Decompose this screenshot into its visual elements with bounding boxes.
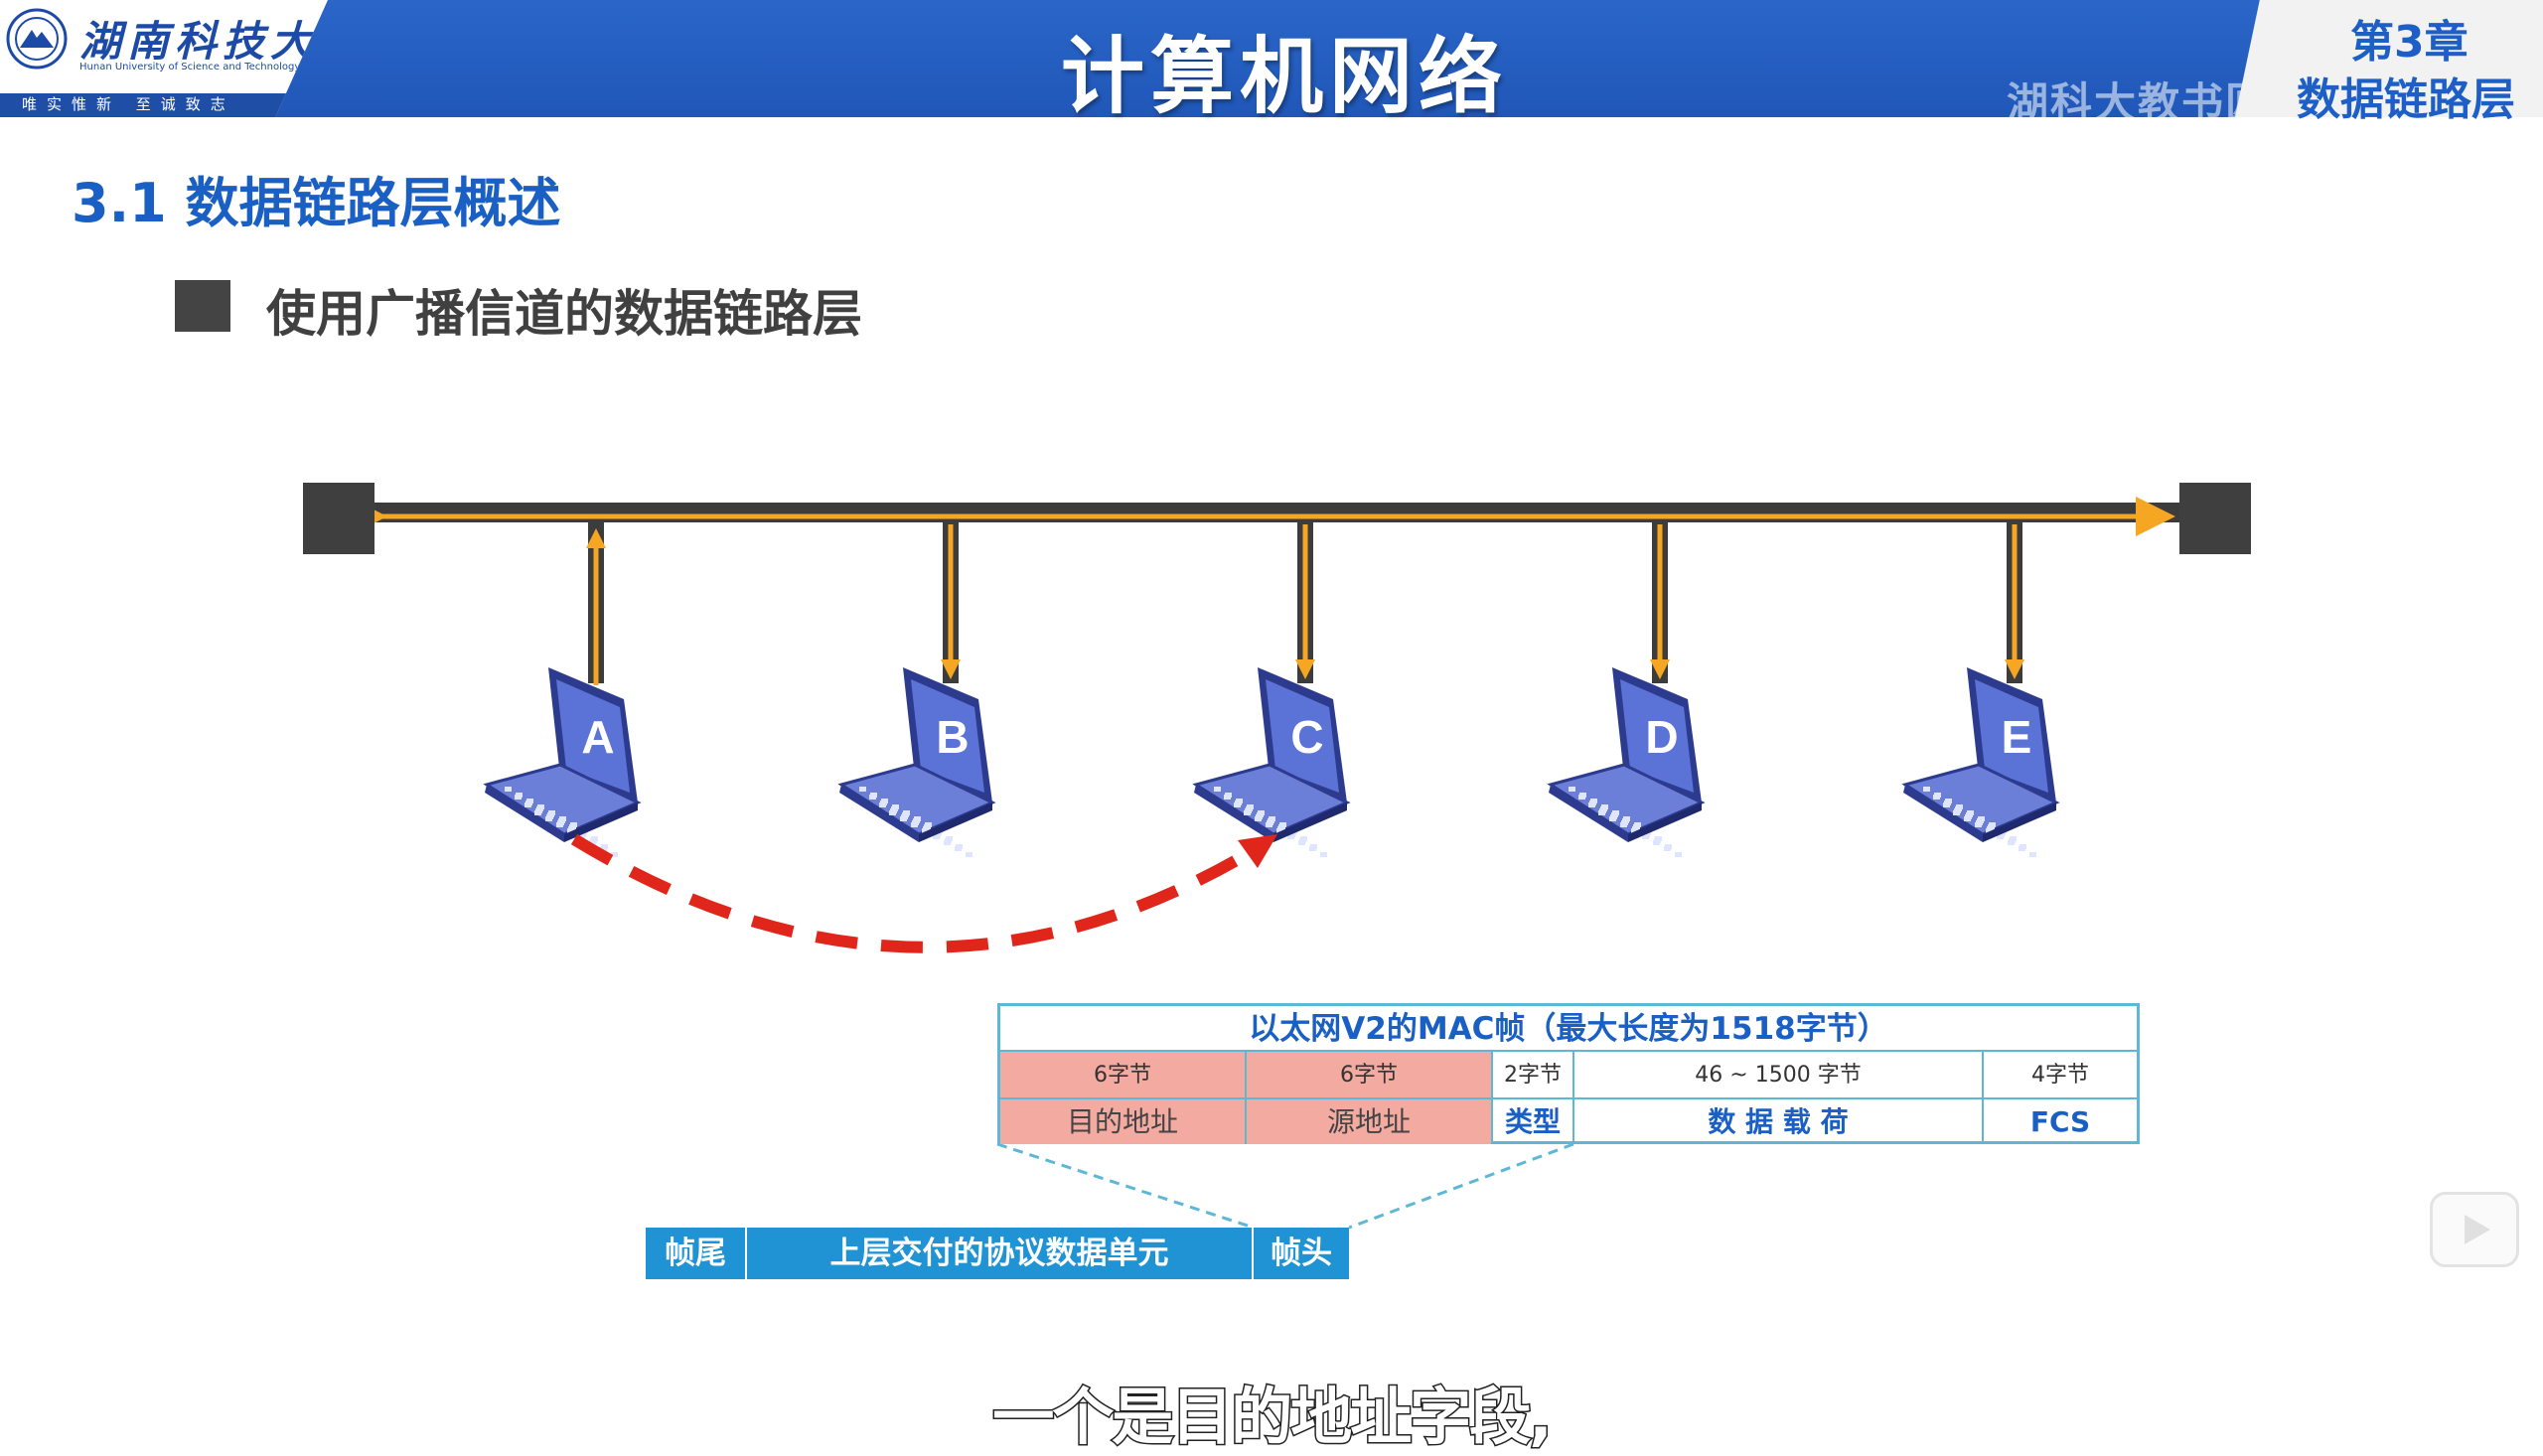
frame-payload: 上层交付的协议数据单元: [747, 1228, 1254, 1279]
field-name-src: 源地址: [1247, 1099, 1493, 1144]
university-motto: 唯实惟新 至诚致志: [22, 95, 235, 113]
downlink-arrowhead: [1295, 659, 1315, 679]
data-link-frame-bar: 帧尾 上层交付的协议数据单元 帧头: [646, 1228, 1349, 1279]
chapter-name: 数据链路层: [2297, 74, 2515, 125]
laptop-keyboard: [1214, 787, 1327, 857]
host-label: A: [581, 711, 614, 763]
frame-connector-lines: [996, 1142, 1574, 1230]
laptop-screen: [1266, 679, 1339, 793]
field-name-fcs: FCS: [2029, 1105, 2091, 1138]
bullet-heading: 使用广播信道的数据链路层: [266, 285, 862, 343]
mac-frame-caption: 以太网V2的MAC帧（最大长度为1518字节）: [1000, 1006, 2137, 1052]
laptop-edge: [839, 785, 919, 842]
university-english-name: Hunan University of Science and Technolo…: [79, 62, 301, 73]
connector-left: [996, 1142, 1255, 1230]
laptop-screen: [911, 679, 984, 793]
field-name-type: 类型: [1493, 1099, 1574, 1144]
host-label: E: [2002, 711, 2032, 763]
field-size-payload: 46 ~ 1500 字节: [1574, 1052, 1984, 1099]
field-size-src: 6字节: [1247, 1052, 1493, 1099]
host-label: D: [1645, 711, 1678, 763]
laptop-screen: [1975, 679, 2048, 793]
frame-head: 帧头: [1271, 1236, 1332, 1271]
frame-tail: 帧尾: [646, 1228, 747, 1279]
video-subtitle: 一个是目的地址字段,: [991, 1380, 1555, 1455]
laptop-edge-right: [919, 802, 992, 842]
laptop-screen: [556, 679, 630, 793]
bus-terminator-right: [2179, 483, 2251, 554]
host-d: D: [1547, 522, 1706, 857]
host-c: C: [1192, 522, 1351, 857]
host-e: E: [1901, 522, 2060, 857]
downlink-arrowhead: [2005, 659, 2024, 679]
laptop-edge: [1903, 785, 1983, 842]
laptop-keyboard: [1923, 787, 2036, 857]
chapter-number: 第3章: [2350, 17, 2468, 68]
laptop-keyboard: [505, 787, 618, 857]
host-b: B: [837, 522, 996, 857]
transmission-path-a-to-c: [570, 833, 1268, 953]
transmission-arrowhead: [1238, 834, 1277, 868]
bullet-square-icon: [175, 280, 230, 332]
university-name: 湖南科技大学: [79, 17, 367, 66]
header-banner: 湖南科技大学 Hunan University of Science and T…: [0, 0, 2543, 127]
host-label: C: [1290, 711, 1323, 763]
host-label: B: [936, 711, 969, 763]
field-size-fcs: 4字节: [1984, 1052, 2137, 1099]
laptop-screen: [1620, 679, 1694, 793]
laptop-keyboard: [859, 787, 972, 857]
watermark-text: 湖科大教书匠: [2007, 78, 2270, 127]
laptop-edge-right: [564, 802, 638, 842]
host-a: A: [483, 522, 642, 857]
field-name-dest: 目的地址: [1000, 1099, 1247, 1144]
laptop-edge: [1549, 785, 1628, 842]
bus-terminator-left: [303, 483, 374, 554]
laptop-keyboard: [1569, 787, 1682, 857]
field-name-payload: 数 据 载 荷: [1574, 1099, 1984, 1144]
laptop-edge-right: [1628, 802, 1702, 842]
downlink-arrowhead: [1650, 659, 1670, 679]
university-emblem-icon: [6, 8, 68, 70]
mac-frame-table: 以太网V2的MAC帧（最大长度为1518字节） 6字节 目的地址 6字节 源地址…: [997, 1003, 2140, 1144]
motto-strip: [0, 93, 328, 117]
downlink-arrowhead: [941, 659, 961, 679]
laptop-edge: [1194, 785, 1273, 842]
course-title: 计算机网络: [1061, 28, 1509, 125]
university-logo: 湖南科技大学 Hunan University of Science and T…: [0, 0, 328, 117]
play-button[interactable]: [2430, 1192, 2519, 1267]
uplink-arrowhead: [586, 528, 606, 548]
broadcast-network-diagram: A B C D E: [303, 483, 2251, 953]
laptop-edge-right: [1983, 802, 2056, 842]
section-title: 3.1 数据链路层概述: [72, 172, 561, 234]
laptop-edge-right: [1273, 802, 1347, 842]
chapter-plate: [2235, 0, 2543, 117]
field-size-type: 2字节: [1493, 1052, 1574, 1099]
connector-right: [1348, 1142, 1574, 1230]
laptop-edge: [485, 785, 564, 842]
field-size-dest: 6字节: [1000, 1052, 1247, 1099]
